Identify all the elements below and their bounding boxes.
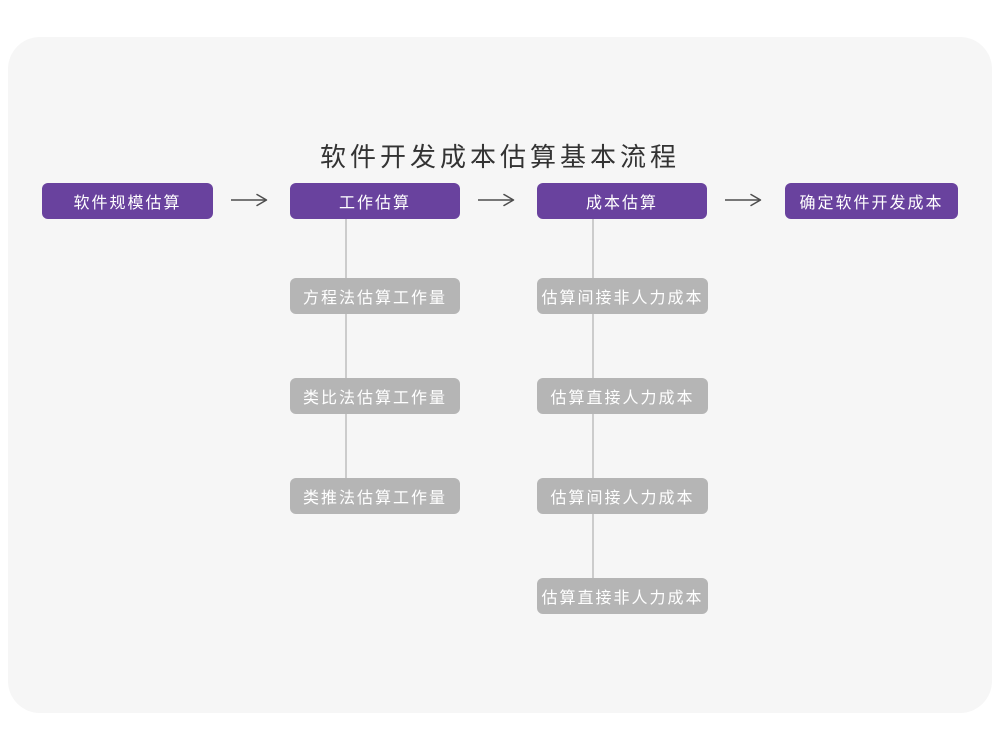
sub-node-indirect-labor-cost: 估算间接人力成本 [537, 478, 708, 514]
arrow-right-icon [724, 193, 764, 207]
sub-node-extrapolation-method-workload: 类推法估算工作量 [290, 478, 460, 514]
sub-node-direct-non-labor-cost: 估算直接非人力成本 [537, 578, 708, 614]
flow-node-cost-estimation: 成本估算 [537, 183, 707, 219]
flowchart-card: 软件开发成本估算基本流程 软件规模估算 工作估算 成本估算 [8, 37, 992, 713]
diagram-title: 软件开发成本估算基本流程 [319, 142, 680, 172]
flow-node-software-size-estimation: 软件规模估算 [42, 183, 213, 219]
arrow-right-icon [477, 193, 517, 207]
sub-node-direct-labor-cost: 估算直接人力成本 [537, 378, 708, 414]
sub-node-analogy-method-workload: 类比法估算工作量 [290, 378, 460, 414]
connector-line-work-estimation [345, 218, 347, 496]
flow-node-work-estimation: 工作估算 [290, 183, 460, 219]
flow-node-determine-software-dev-cost: 确定软件开发成本 [785, 183, 958, 219]
arrow-right-icon [230, 193, 270, 207]
sub-node-indirect-non-labor-cost: 估算间接非人力成本 [537, 278, 708, 314]
sub-node-equation-method-workload: 方程法估算工作量 [290, 278, 460, 314]
